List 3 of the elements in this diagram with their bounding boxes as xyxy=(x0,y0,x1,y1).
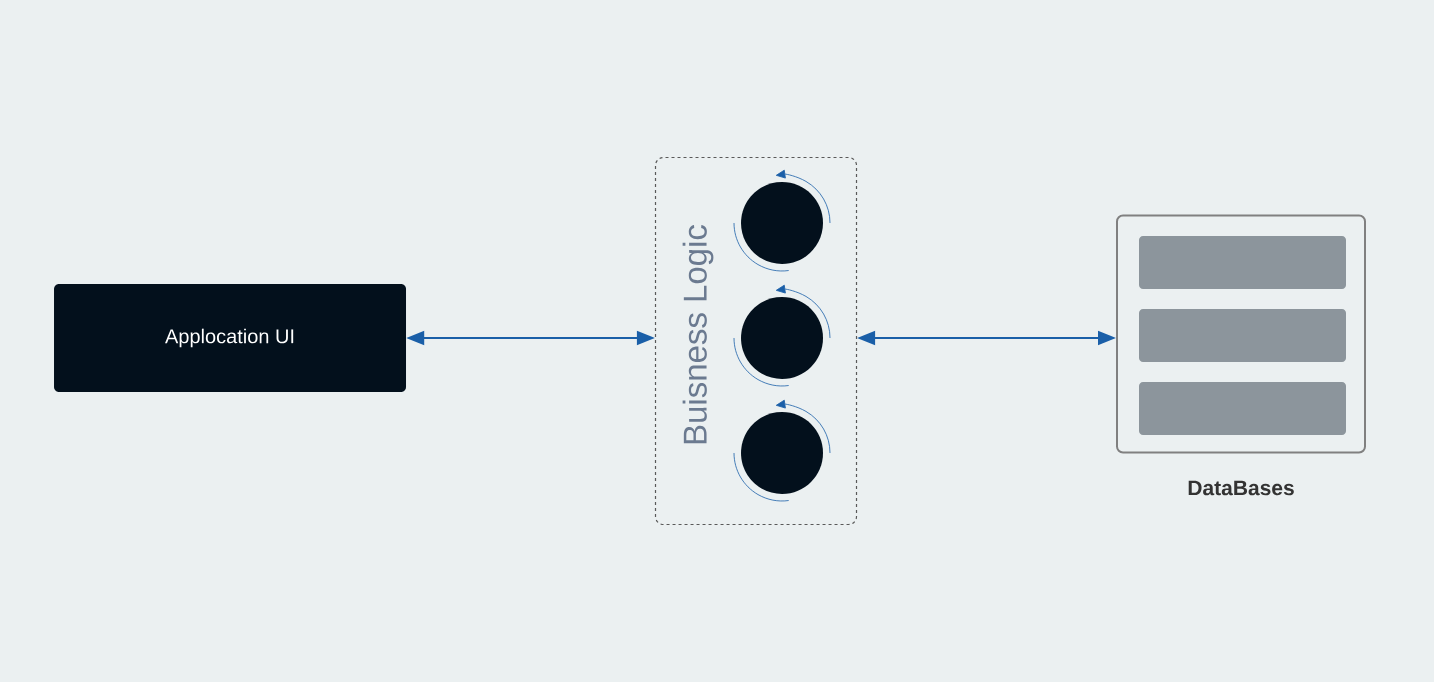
group-label: Buisness Logic xyxy=(682,224,714,444)
process-box: Applocation UI xyxy=(54,284,406,392)
database-label: DataBases xyxy=(1188,480,1294,496)
